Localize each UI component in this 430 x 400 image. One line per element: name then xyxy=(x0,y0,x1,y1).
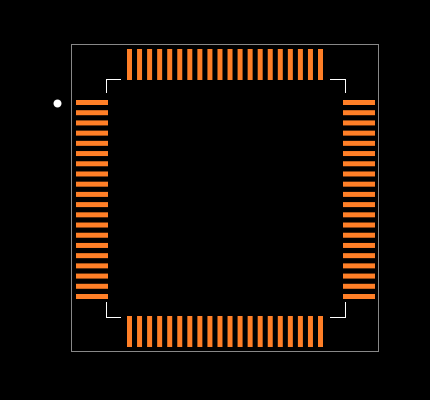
pad-left-3 xyxy=(76,120,108,126)
pad-bottom-7 xyxy=(187,316,193,347)
pad-left-8 xyxy=(76,171,108,177)
pad-top-18 xyxy=(297,49,303,80)
pad-top-10 xyxy=(217,49,223,80)
pad-top-6 xyxy=(177,49,183,80)
pad-top-15 xyxy=(267,49,273,80)
pad-left-19 xyxy=(76,283,108,289)
pad-right-17 xyxy=(343,263,375,269)
pad-bottom-1 xyxy=(127,316,132,347)
silkscreen-outline xyxy=(106,79,346,318)
pad-right-13 xyxy=(343,222,375,228)
pad-right-12 xyxy=(343,212,375,218)
pad-top-19 xyxy=(307,49,313,80)
pad-right-9 xyxy=(343,181,375,187)
pad-right-1 xyxy=(343,100,375,105)
pad-top-11 xyxy=(227,49,233,80)
pad-top-4 xyxy=(157,49,163,80)
pad-right-5 xyxy=(343,140,375,146)
pad-left-9 xyxy=(76,181,108,187)
pad-top-9 xyxy=(207,49,213,80)
pad-right-8 xyxy=(343,171,375,177)
pad-bottom-11 xyxy=(227,316,233,347)
pad-right-20 xyxy=(343,294,375,299)
pad-top-14 xyxy=(257,49,263,80)
pad-bottom-2 xyxy=(137,316,143,347)
pad-left-20 xyxy=(76,294,108,299)
pad-left-2 xyxy=(76,110,108,116)
pad-bottom-8 xyxy=(197,316,203,347)
pad-left-5 xyxy=(76,140,108,146)
pad-row-left xyxy=(76,100,108,299)
pad-top-17 xyxy=(287,49,293,80)
silk-corner-bottom-left xyxy=(106,302,121,318)
pad-row-bottom xyxy=(127,316,323,347)
pad-bottom-14 xyxy=(257,316,263,347)
pad-top-16 xyxy=(277,49,283,80)
pad-right-14 xyxy=(343,232,375,238)
silk-corner-bottom-right xyxy=(330,302,346,318)
pad-right-3 xyxy=(343,120,375,126)
pad-bottom-16 xyxy=(277,316,283,347)
pad-bottom-9 xyxy=(207,316,213,347)
pad-bottom-17 xyxy=(287,316,293,347)
pad-right-6 xyxy=(343,151,375,157)
pad-bottom-18 xyxy=(297,316,303,347)
pad-top-2 xyxy=(137,49,143,80)
pad-top-7 xyxy=(187,49,193,80)
pad-right-15 xyxy=(343,242,375,248)
pad-left-6 xyxy=(76,151,108,157)
pad-left-18 xyxy=(76,273,108,279)
pad-top-8 xyxy=(197,49,203,80)
pad-left-1 xyxy=(76,100,108,105)
pad-bottom-4 xyxy=(157,316,163,347)
courtyard-outline xyxy=(71,44,379,352)
silk-corner-top-left xyxy=(106,79,121,93)
pad-right-16 xyxy=(343,253,375,259)
pad-right-18 xyxy=(343,273,375,279)
pad-top-5 xyxy=(167,49,173,80)
pad-left-13 xyxy=(76,222,108,228)
pad-top-1 xyxy=(127,49,132,80)
pad-bottom-3 xyxy=(147,316,153,347)
pad-left-7 xyxy=(76,161,108,167)
pad-bottom-6 xyxy=(177,316,183,347)
pad-bottom-15 xyxy=(267,316,273,347)
pad-row-top xyxy=(127,49,323,80)
pad-top-3 xyxy=(147,49,153,80)
pad-left-16 xyxy=(76,253,108,259)
pad-top-20 xyxy=(318,49,323,80)
pad-right-19 xyxy=(343,283,375,289)
pad-top-12 xyxy=(237,49,243,80)
pad-right-11 xyxy=(343,202,375,208)
pad-left-4 xyxy=(76,130,108,136)
pin1-marker-dot xyxy=(53,99,62,108)
pad-bottom-10 xyxy=(217,316,223,347)
silk-corner-top-right xyxy=(330,79,346,93)
pad-bottom-19 xyxy=(307,316,313,347)
pad-left-17 xyxy=(76,263,108,269)
pad-bottom-13 xyxy=(247,316,253,347)
pad-left-14 xyxy=(76,232,108,238)
pad-bottom-20 xyxy=(318,316,323,347)
pad-row-right xyxy=(343,100,375,299)
pad-bottom-12 xyxy=(237,316,243,347)
pad-left-11 xyxy=(76,202,108,208)
pad-right-10 xyxy=(343,191,375,197)
pad-right-2 xyxy=(343,110,375,116)
pad-left-10 xyxy=(76,191,108,197)
pad-top-13 xyxy=(247,49,253,80)
pad-right-7 xyxy=(343,161,375,167)
pad-left-12 xyxy=(76,212,108,218)
pad-left-15 xyxy=(76,242,108,248)
pad-bottom-5 xyxy=(167,316,173,347)
pad-right-4 xyxy=(343,130,375,136)
